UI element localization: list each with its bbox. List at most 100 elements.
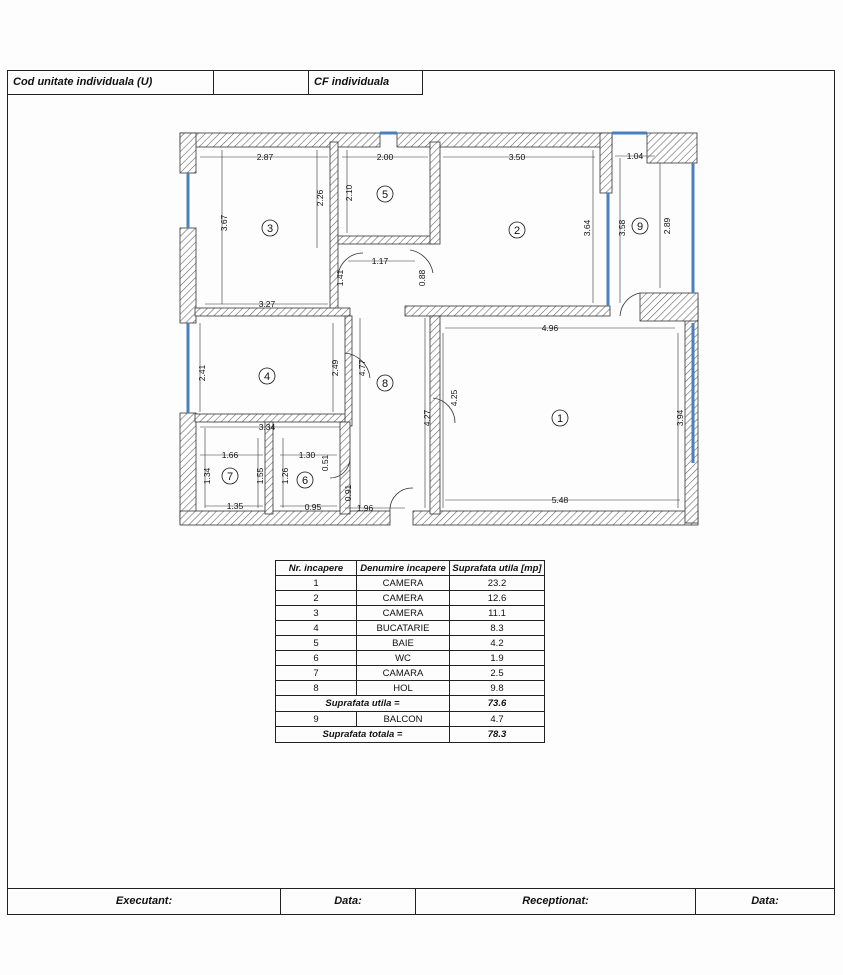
dim-label: 1.34 xyxy=(202,467,212,484)
room-number-7: 7 xyxy=(227,471,233,483)
dim-label: 0.91 xyxy=(343,484,353,501)
dim-label: 2.00 xyxy=(377,152,394,162)
useful-area-row: Suprafata utila = 73.6 xyxy=(275,695,545,712)
dim-label: 1.30 xyxy=(299,450,316,460)
dim-label: 4.77 xyxy=(357,359,367,376)
dimension-lines xyxy=(199,150,680,509)
dim-label: 2.89 xyxy=(662,217,672,234)
room-number-2: 2 xyxy=(514,225,520,237)
unit-code-value xyxy=(214,71,309,95)
dim-label: 2.26 xyxy=(315,189,325,206)
dim-label: 2.41 xyxy=(197,364,207,381)
cell-name: CAMERA xyxy=(356,575,450,591)
area-table: Nr. incapere Denumire incapere Suprafata… xyxy=(275,560,545,743)
unit-code-label: Cod unitate individuala (U) xyxy=(8,71,214,95)
dim-label: 5.48 xyxy=(552,495,569,505)
cell-nr: 7 xyxy=(275,665,357,681)
room-number-1: 1 xyxy=(557,413,563,425)
cell-area: 8.3 xyxy=(449,620,545,636)
total-area-label: Suprafata totala = xyxy=(275,726,450,743)
useful-area-value: 73.6 xyxy=(449,695,545,712)
dim-label: 3.27 xyxy=(259,299,276,309)
dim-label: 3.50 xyxy=(509,152,526,162)
dim-label: 2.49 xyxy=(330,359,340,376)
floor-plan: 3 5 2 9 4 8 1 7 6 xyxy=(179,131,699,526)
dim-label: 3.94 xyxy=(675,409,685,426)
dim-label: 1.66 xyxy=(222,450,239,460)
dim-label: 1.55 xyxy=(255,467,265,484)
room-number-4: 4 xyxy=(264,371,270,383)
cell-area: 2.5 xyxy=(449,665,545,681)
room-number-5: 5 xyxy=(382,189,388,201)
dim-label: 0.88 xyxy=(417,269,427,286)
cell-area: 4.2 xyxy=(449,635,545,651)
dim-label: 3.64 xyxy=(582,219,592,236)
dim-label: 1.26 xyxy=(280,467,290,484)
room-numbers: 3 5 2 9 4 8 1 7 6 xyxy=(221,185,649,489)
dim-label: 1.96 xyxy=(357,503,374,513)
cf-label: CF individuala xyxy=(309,71,423,95)
cell-nr: 1 xyxy=(275,575,357,591)
cell-area: 12.6 xyxy=(449,590,545,606)
cell-nr: 5 xyxy=(275,635,357,651)
cell-name: BAIE xyxy=(356,635,450,651)
room-number-6: 6 xyxy=(302,475,308,487)
executant-label: Executant: xyxy=(8,889,281,915)
room-number-9: 9 xyxy=(637,221,643,233)
document-frame: Cod unitate individuala (U) CF individua… xyxy=(7,70,835,915)
cell-name: CAMERA xyxy=(356,605,450,621)
cell-area: 11.1 xyxy=(449,605,545,621)
cell-nr: 3 xyxy=(275,605,357,621)
doors xyxy=(329,249,641,512)
table-header-area: Suprafata utila [mp] xyxy=(449,560,545,576)
dim-label: 4.96 xyxy=(542,323,559,333)
cell-name: BUCATARIE xyxy=(356,620,450,636)
cell-area: 4.7 xyxy=(449,711,545,727)
cell-nr: 4 xyxy=(275,620,357,636)
dim-label: 1.41 xyxy=(335,269,345,286)
cell-name: CAMARA xyxy=(356,665,450,681)
dim-label: 0.51 xyxy=(320,454,330,471)
cell-name: CAMERA xyxy=(356,590,450,606)
dim-label: 3.34 xyxy=(259,422,276,432)
windows xyxy=(186,131,695,463)
dim-label: 3.67 xyxy=(219,214,229,231)
date-label-1: Data: xyxy=(281,889,416,915)
cell-area: 1.9 xyxy=(449,650,545,666)
receptionat-label: Receptionat: xyxy=(416,889,696,915)
dim-label: 2.87 xyxy=(257,152,274,162)
cell-nr: 2 xyxy=(275,590,357,606)
room-number-3: 3 xyxy=(267,223,273,235)
dim-label: 0.95 xyxy=(305,502,322,512)
dim-label: 3.58 xyxy=(617,219,627,236)
cell-name: WC xyxy=(356,650,450,666)
room-number-8: 8 xyxy=(382,378,388,390)
date-label-2: Data: xyxy=(751,895,779,907)
dim-label: 4.27 xyxy=(422,409,432,426)
table-header-name: Denumire incapere xyxy=(356,560,450,576)
dim-label: 1.17 xyxy=(372,256,389,266)
total-area-value: 78.3 xyxy=(449,726,545,743)
dim-label: 1.04 xyxy=(627,151,644,161)
total-area-row: Suprafata totala = 78.3 xyxy=(275,726,545,743)
cell-name: HOL xyxy=(356,680,450,696)
cell-name: BALCON xyxy=(356,711,450,727)
dim-label: 1.35 xyxy=(227,501,244,511)
cell-nr: 9 xyxy=(275,711,357,727)
cell-nr: 6 xyxy=(275,650,357,666)
cell-nr: 8 xyxy=(275,680,357,696)
signature-footer: Executant: Data: Receptionat: Data: xyxy=(8,888,834,915)
dim-label: 4.25 xyxy=(449,389,459,406)
walls xyxy=(179,132,699,526)
cell-area: 9.8 xyxy=(449,680,545,696)
table-header-nr: Nr. incapere xyxy=(275,560,357,576)
